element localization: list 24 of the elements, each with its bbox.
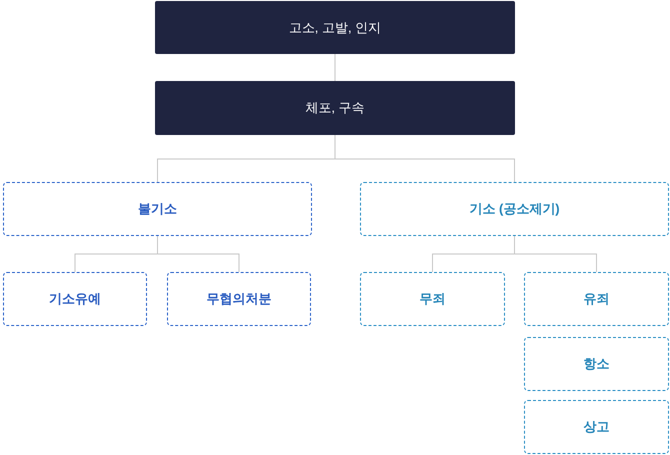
outcome-box [167,272,311,326]
node-label: 상고 [584,418,610,436]
process-box [155,81,515,135]
node-label: 유죄 [584,290,610,308]
node-label: 기소 (공소제기) [469,200,560,218]
process-box [155,1,515,54]
outcome-box [360,272,505,326]
outcome-box [524,400,669,454]
connector-line [157,236,240,272]
node-label: 고소, 고발, 인지 [288,18,382,37]
connector-line [334,54,336,82]
outcome-box [3,182,312,236]
outcome-box [524,272,669,326]
node-label: 기소유예 [49,290,101,308]
outcome-box [3,272,147,326]
outcome-box [360,182,669,236]
outcome-box [524,337,669,391]
node-label: 체포, 구속 [305,99,365,118]
node-label: 무협의처분 [206,290,272,308]
connector-line [334,134,515,182]
node-label: 무죄 [420,290,446,308]
node-label: 불기소 [138,200,177,218]
node-label: 항소 [584,355,610,374]
connector-line [514,236,597,272]
